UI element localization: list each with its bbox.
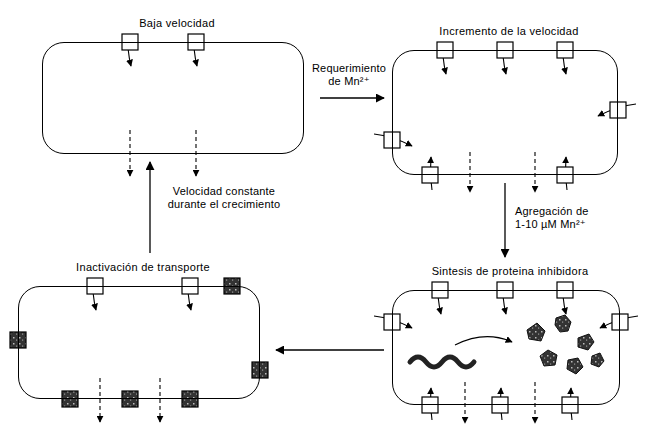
efflux-arrow [129,130,130,176]
synthesis-arrow [455,337,512,345]
step-label: Agregación de 1-10 µM Mn²⁺ [514,205,598,231]
transporter [422,167,438,183]
transporter [422,397,438,413]
process-arrow [320,97,384,98]
inhibitor-protein [591,353,604,367]
cell-membrane [42,42,304,154]
efflux-arrow [159,378,160,422]
inactivated-transporters [10,278,268,407]
inhibitor-protein [578,334,594,350]
efflux-arrow [534,382,535,423]
inhibitor-protein [527,323,545,341]
efflux-arrow [469,152,470,192]
process-arrow [276,349,384,350]
process-arrow [504,183,505,257]
cell-title: Baja velocidad [42,17,312,30]
transporter [610,102,626,118]
cell-membrane [392,290,620,405]
inactive-transporter [62,391,78,407]
cell-title: Incremento de la velocidad [392,25,626,38]
mrna-strand [410,357,474,367]
cell-node: Incremento de la velocidad [392,25,626,175]
cell-title: Sintesis de proteina inhibidora [392,265,628,278]
transporter [562,397,578,413]
step-label: Velocidad constante durante el crecimien… [158,185,290,211]
transporter [557,167,573,183]
cell-node: Baja velocidad [42,17,312,154]
inhibitor-protein [555,315,571,332]
inhibitor-proteins [527,315,604,374]
inhibitor-protein [540,350,557,366]
cell-title: Inactivación de transporte [18,261,268,274]
inhibitor-protein [567,358,583,374]
inactive-transporter [122,391,138,407]
inactive-transporter [252,362,268,378]
transporters [87,34,628,413]
inactive-transporter [182,391,198,407]
efflux-arrow [534,152,535,192]
cell-node: Sintesis de proteina inhibidora [392,265,628,405]
transporter [612,314,628,330]
cell-node: Inactivación de transporte [18,261,268,399]
efflux-arrow [195,130,196,176]
step-label: Requerimiento de Mn²⁺ [306,62,392,88]
process-arrow [149,162,150,253]
cell-membrane [392,50,618,175]
transport-arrows [93,34,638,423]
transporter [492,397,508,413]
efflux-arrow [464,382,465,423]
efflux-arrow [99,378,100,422]
cell-membrane [18,286,260,399]
